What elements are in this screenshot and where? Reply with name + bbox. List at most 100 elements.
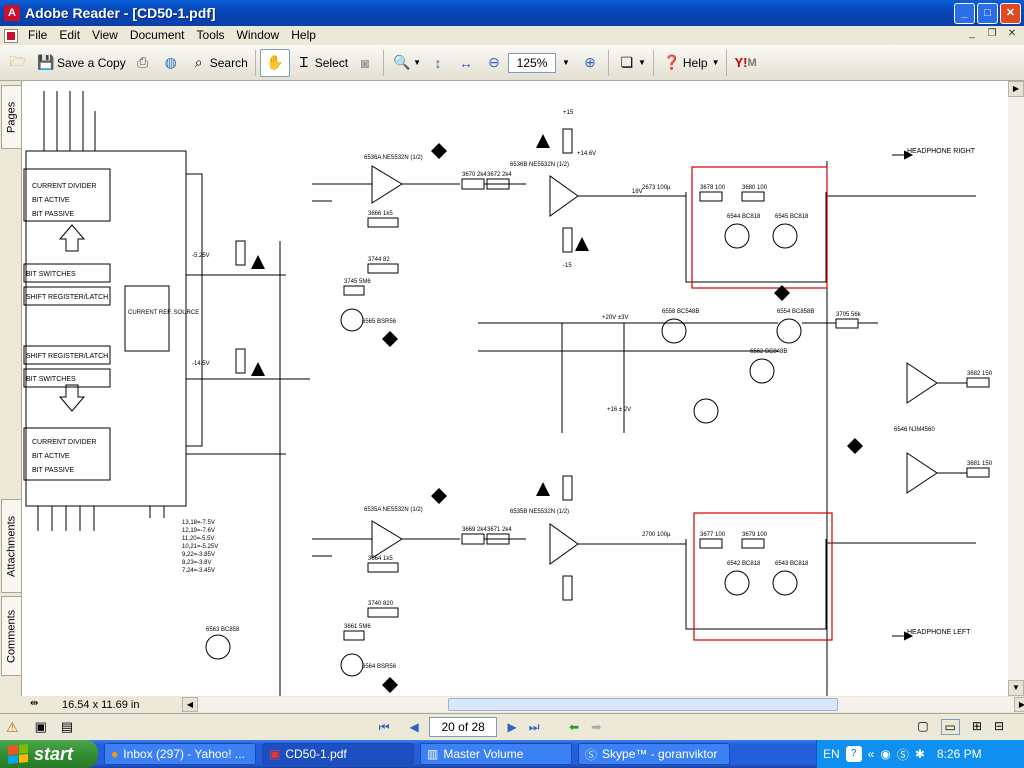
transistor-6565 bbox=[340, 308, 364, 332]
volume-mixer-icon: ▥ bbox=[427, 747, 439, 761]
menu-view[interactable]: View bbox=[92, 28, 118, 42]
taskbar-item-reader[interactable]: ▣ CD50-1.pdf bbox=[262, 743, 414, 765]
opamp-label: 6535B NE5532N (1/2) bbox=[510, 509, 569, 515]
page-number-input[interactable]: 20 of 28 bbox=[429, 717, 498, 737]
scroll-right-arrow[interactable]: ▶ bbox=[1014, 697, 1024, 712]
menu-window[interactable]: Window bbox=[236, 28, 280, 42]
comments-tab[interactable]: Comments bbox=[1, 596, 21, 676]
zoom-out-button[interactable]: ⊖ bbox=[480, 49, 508, 77]
minimize-button[interactable]: _ bbox=[954, 3, 975, 24]
menu-edit[interactable]: Edit bbox=[59, 28, 81, 42]
open-button[interactable]: 🗁 bbox=[4, 49, 32, 77]
block-text: CURRENT DIVIDER bbox=[32, 183, 96, 190]
previous-page-button[interactable]: ◀ bbox=[409, 720, 419, 734]
language-indicator[interactable]: EN bbox=[823, 747, 840, 761]
pages-icon: ❏ bbox=[620, 54, 634, 70]
attachments-tab[interactable]: Attachments bbox=[1, 499, 21, 593]
single-page-view-icon[interactable]: ▢ bbox=[917, 719, 929, 733]
doc-close-button[interactable]: ✕ bbox=[1007, 28, 1017, 39]
part-label: 3681 150 bbox=[967, 461, 993, 467]
network-icon[interactable]: ◉ bbox=[880, 747, 891, 761]
zoom-in-tool-button[interactable]: 🔍▼ bbox=[388, 49, 424, 77]
zoom-in-button[interactable]: ⊕ bbox=[576, 49, 604, 77]
schematic-page: CURRENT DIVIDER BIT ACTIVE BIT PASSIVE B… bbox=[23, 91, 993, 696]
doc-minimize-button[interactable]: _ bbox=[969, 28, 975, 39]
document-panel-icon[interactable]: ▣ bbox=[34, 719, 47, 734]
search-button[interactable]: ⌕Search bbox=[185, 49, 251, 77]
yahoo-button[interactable]: Y!M bbox=[731, 49, 759, 77]
next-page-button[interactable]: ▶ bbox=[507, 720, 517, 734]
snapshot-button[interactable]: ◙ bbox=[351, 49, 379, 77]
headphone-right-label: HEADPHONE RIGHT bbox=[907, 148, 976, 155]
opamp-6536b bbox=[549, 175, 579, 217]
page-layout-button[interactable]: ❏▼ bbox=[613, 49, 649, 77]
expand-arrows-icon[interactable]: ⇹ bbox=[30, 698, 39, 709]
part-label: 2700 100µ bbox=[642, 532, 671, 538]
menu-document[interactable]: Document bbox=[129, 28, 185, 42]
fullscreen-icon[interactable]: ▤ bbox=[60, 719, 74, 734]
scroll-left-arrow[interactable]: ◀ bbox=[182, 697, 198, 712]
menu-file[interactable]: File bbox=[28, 28, 48, 42]
close-button[interactable]: ✕ bbox=[1000, 3, 1021, 24]
scroll-up-arrow[interactable]: ▶ bbox=[1008, 81, 1024, 97]
horizontal-scrollbar[interactable]: ◀ ▶ bbox=[182, 697, 1024, 712]
menu-help[interactable]: Help bbox=[291, 28, 316, 42]
continuous-facing-view-icon[interactable]: ⊟ bbox=[993, 719, 1004, 733]
skype-tray-icon[interactable]: Ⓢ bbox=[896, 747, 909, 762]
scroll-down-arrow[interactable]: ▼ bbox=[1008, 680, 1024, 696]
block-text: BIT SWITCHES bbox=[26, 271, 76, 278]
actual-size-button[interactable]: ↕ bbox=[424, 49, 452, 77]
part-label: 3745 5M6 bbox=[344, 279, 371, 285]
disk-icon: 💾 bbox=[37, 54, 55, 70]
vertical-scrollbar[interactable]: ▶ ▼ bbox=[1008, 81, 1024, 696]
save-copy-button[interactable]: 💾Save a Copy bbox=[32, 49, 129, 77]
task-label: CD50-1.pdf bbox=[285, 747, 347, 761]
zoom-dropdown-chevron-icon[interactable]: ▼ bbox=[562, 58, 570, 67]
start-button[interactable]: start bbox=[0, 740, 98, 768]
print-button[interactable]: ⎙ bbox=[129, 49, 157, 77]
taskbar-item-firefox[interactable]: ● Inbox (297) - Yahoo! ... bbox=[104, 743, 256, 765]
warning-icon[interactable]: ⚠ bbox=[6, 718, 19, 735]
part-label: 3670 2k4 bbox=[462, 172, 487, 178]
taskbar-item-master-volume[interactable]: ▥ Master Volume bbox=[420, 743, 572, 765]
hand-tool-button[interactable]: ✋ bbox=[259, 48, 290, 77]
transistor-label: 6563 BC858 bbox=[206, 627, 240, 633]
document-icon[interactable] bbox=[4, 28, 18, 43]
go-forward-button[interactable]: ➡ bbox=[591, 720, 602, 734]
help-button[interactable]: ❓Help▼ bbox=[658, 49, 723, 77]
transistor-label: 6562 BC848B bbox=[750, 349, 787, 355]
facing-view-icon[interactable]: ⊞ bbox=[971, 719, 982, 733]
navigation-panel: Pages Attachments Comments bbox=[0, 81, 22, 696]
first-page-button[interactable]: ⏮ bbox=[378, 720, 390, 734]
start-label: start bbox=[34, 743, 74, 764]
go-back-button[interactable]: ⬅ bbox=[569, 720, 580, 734]
transistor-6563 bbox=[205, 634, 231, 660]
clock: 8:26 PM bbox=[936, 747, 982, 761]
maximize-button[interactable]: □ bbox=[977, 3, 998, 24]
expand-tray-icon[interactable]: « bbox=[867, 747, 875, 761]
doc-restore-button[interactable]: ❐ bbox=[987, 28, 997, 39]
pages-tab[interactable]: Pages bbox=[1, 85, 21, 149]
continuous-view-icon[interactable]: ▭ bbox=[940, 719, 960, 735]
transistor-label: 6554 BC858B bbox=[777, 309, 814, 315]
last-page-button[interactable]: ⏭ bbox=[528, 720, 540, 734]
opamp-label: 6536A NE5532N (1/2) bbox=[364, 155, 423, 161]
zoom-input[interactable]: 125% bbox=[508, 52, 557, 73]
taskbar-item-skype[interactable]: Ⓢ Skype™ - goranviktor bbox=[578, 743, 730, 765]
toolbar-separator bbox=[607, 49, 609, 76]
fit-width-button[interactable]: ↔ bbox=[452, 49, 480, 77]
menu-tools[interactable]: Tools bbox=[196, 28, 225, 42]
opamp-6535b bbox=[549, 523, 579, 565]
security-icon[interactable]: ✱ bbox=[914, 747, 925, 761]
voltage-label: 11,20=-5.5V bbox=[182, 536, 214, 542]
part-label: 3679 100 bbox=[742, 532, 768, 538]
help-icon: ❓ bbox=[663, 54, 681, 70]
horizontal-scroll-thumb[interactable] bbox=[448, 698, 838, 711]
toolbar-separator bbox=[383, 49, 385, 76]
transistor-label: 6543 BC818 bbox=[775, 561, 809, 567]
document-view[interactable]: CURRENT DIVIDER BIT ACTIVE BIT PASSIVE B… bbox=[22, 81, 1008, 696]
dac-chip-outline bbox=[25, 150, 187, 507]
help-tray-icon[interactable]: ? bbox=[845, 746, 862, 762]
email-button[interactable]: ◍ bbox=[157, 49, 185, 77]
